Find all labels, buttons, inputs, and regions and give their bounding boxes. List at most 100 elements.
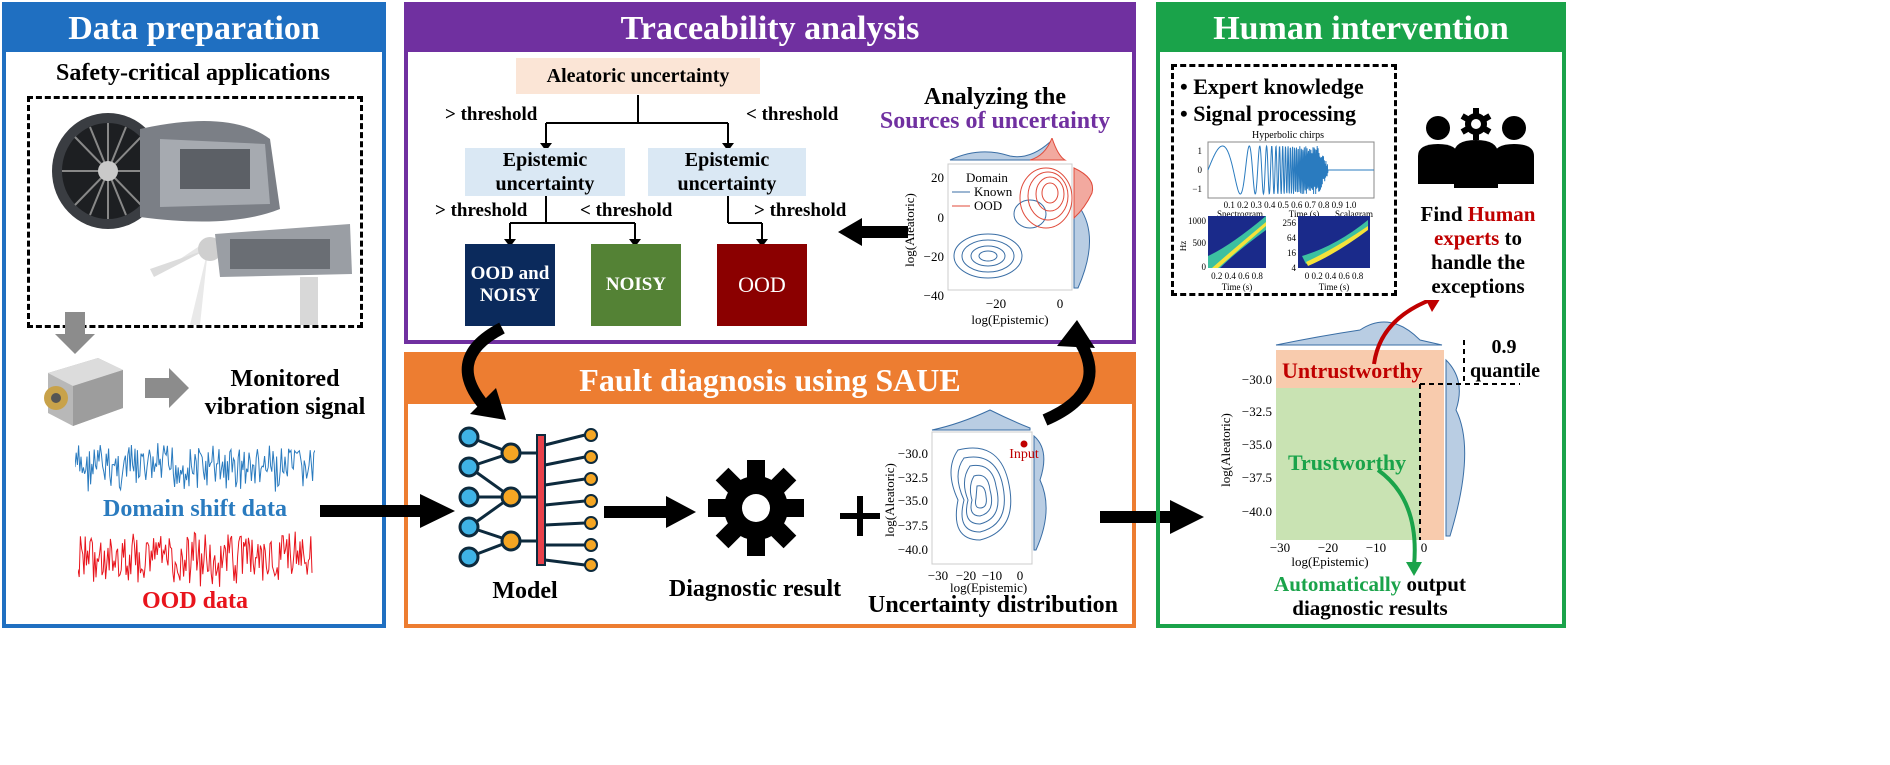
find-label: Find [1420, 202, 1468, 226]
top-marginal [1275, 321, 1443, 346]
scalagram-label: Scalagram [1335, 209, 1373, 218]
known-contours [953, 199, 1047, 279]
domain-shift-label: Domain shift data [102, 496, 288, 522]
human-label: Human [1467, 202, 1536, 226]
handle-label: handle the [1431, 250, 1525, 274]
xtick: −20 [1318, 540, 1338, 555]
fault-diagnosis-title: Fault diagnosis using SAUE [408, 356, 1132, 404]
chirp-xlabel: Time (s) [1289, 209, 1319, 218]
epistemic-uncertainty-box-right: Epistemic uncertainty [648, 148, 806, 196]
ytick: −40.0 [898, 542, 928, 557]
spectrogram-label: Spectrogram [1217, 209, 1263, 218]
human-intervention-title: Human intervention [1160, 6, 1562, 52]
curved-arrow-down-icon [461, 322, 506, 420]
fault-diagnosis-panel: Fault diagnosis using SAUE [404, 352, 1136, 628]
trust-region-plot: −30.0 −32.5 −35.0 −37.5 −40.0 −30 −20 −1… [1220, 300, 1520, 576]
xtick: 0 [1057, 296, 1064, 311]
xtick: −30 [928, 568, 948, 583]
automatically-output-text: Automatically output diagnostic results [1220, 572, 1520, 620]
traceability-panel: Traceability analysis [404, 2, 1136, 344]
safety-critical-label: Safety-critical applications [56, 60, 330, 86]
xtick: 0 [1017, 568, 1024, 583]
xtick: −10 [1366, 540, 1386, 555]
diagnostic-result-label: Diagnostic result [668, 576, 842, 602]
xtick: −20 [986, 296, 1006, 311]
bullet-expert-knowledge: • Expert knowledge [1180, 74, 1364, 99]
ytick: 500 [1193, 238, 1207, 248]
monitored-signal-label: Monitored vibration signal [204, 366, 366, 420]
data-preparation-panel: Data preparation [2, 2, 386, 628]
ood-signal [78, 531, 313, 587]
right-arrow-to-model [320, 494, 455, 528]
xtick: −30 [1270, 540, 1290, 555]
ytick: −1 [1192, 184, 1202, 194]
right-arrow-icon [145, 368, 189, 408]
ytick: −35.0 [898, 493, 928, 508]
expert-knowledge-label: Expert knowledge [1193, 74, 1364, 99]
traceability-plot-frame [947, 163, 1073, 291]
traceability-kde-plot: Domain Known OOD 20 0 −20 −40 −20 0 log(… [902, 138, 1094, 327]
ytick: 0 [938, 210, 945, 225]
data-preparation-title: Data preparation [6, 6, 382, 52]
ood-contours [1019, 167, 1073, 229]
ytick: 0 [1198, 165, 1203, 175]
fault-x-axis-label: log(Epistemic) [950, 580, 1028, 595]
ytick: −37.5 [1242, 470, 1272, 485]
right-marginal [1445, 358, 1466, 537]
ytick: 64 [1287, 233, 1297, 243]
legend-known-label: Known [974, 184, 1013, 199]
spectrogram-plot: 1000 500 0 Hz 0.2 0.4 0.6 0.8 Time (s) [1180, 216, 1266, 292]
untrustworthy-label: Untrustworthy [1282, 358, 1423, 383]
vibration-sensor-icon [44, 358, 123, 426]
gt-threshold-label-2: > threshold [435, 200, 528, 221]
x-axis-label: log(Epistemic) [971, 312, 1048, 327]
xtick: −10 [982, 568, 1002, 583]
ytick: 256 [1283, 218, 1297, 228]
top-marginal [931, 409, 1031, 431]
ood-box: OOD [717, 244, 807, 326]
y-axis-label: log(Aleatoric) [1220, 413, 1233, 487]
down-arrow-icon [55, 312, 95, 354]
aleatoric-uncertainty-box: Aleatoric uncertainty [516, 58, 760, 94]
gt-threshold-label-3: > threshold [754, 200, 847, 221]
uncertainty-distribution-label: Uncertainty distribution [868, 592, 1119, 618]
experts-label: experts [1433, 226, 1500, 250]
trustworthy-region [1276, 388, 1420, 540]
quantile-value-label: 0.9 [1491, 336, 1517, 358]
lt-threshold-label-1: < threshold [746, 104, 839, 125]
top-marginal-ood [1029, 138, 1067, 161]
green-curve-arrow [1376, 468, 1417, 567]
ytick: 20 [931, 170, 944, 185]
output-label: output [1401, 572, 1466, 596]
red-arrow-head [1426, 300, 1440, 312]
red-curve-arrow [1372, 300, 1431, 365]
ytick: −30.0 [898, 446, 928, 461]
chirp-plot: Hyperbolic chirps 1 0 −1 0.1 0.2 0.3 0.4… [1192, 130, 1375, 218]
y-axis-label: log(Aleatoric) [882, 463, 897, 537]
epistemic-uncertainty-box-left: Epistemic uncertainty [465, 148, 625, 196]
fault-plot-frame [931, 431, 1033, 565]
chirp-title: Hyperbolic chirps [1252, 130, 1324, 141]
right-arrow-to-human [1100, 500, 1204, 534]
ytick: −30.0 [1242, 372, 1272, 387]
legend-ood-label: OOD [974, 198, 1002, 213]
ytick: −20 [924, 249, 944, 264]
y-axis-label: log(Aleatoric) [902, 193, 917, 267]
scalagram-plot: 256 64 16 4 0 0.2 0.4 0.6 0.8 Time (s) [1283, 216, 1370, 292]
ytick: −32.5 [898, 470, 928, 485]
turbine-engine-image [52, 113, 352, 325]
legend-title: Domain [966, 170, 1008, 185]
ytick: −35.0 [1242, 437, 1272, 452]
curved-arrow-up-icon [1042, 320, 1096, 426]
trustworthy-label: Trustworthy [1288, 450, 1407, 475]
x-axis-label: log(Epistemic) [1291, 554, 1368, 569]
kde-contours [950, 447, 1012, 541]
spec-xticks: 0.2 0.4 0.6 0.8 [1211, 271, 1263, 281]
spec-ylabel: Hz [1180, 241, 1188, 252]
automatically-label: Automatically [1274, 572, 1402, 596]
left-arrow-icon [838, 218, 908, 246]
domain-shift-signal [75, 443, 315, 492]
gt-threshold-label-1: > threshold [445, 104, 538, 125]
ytick: 0 [1202, 262, 1207, 272]
human-experts-icon [1418, 108, 1534, 188]
